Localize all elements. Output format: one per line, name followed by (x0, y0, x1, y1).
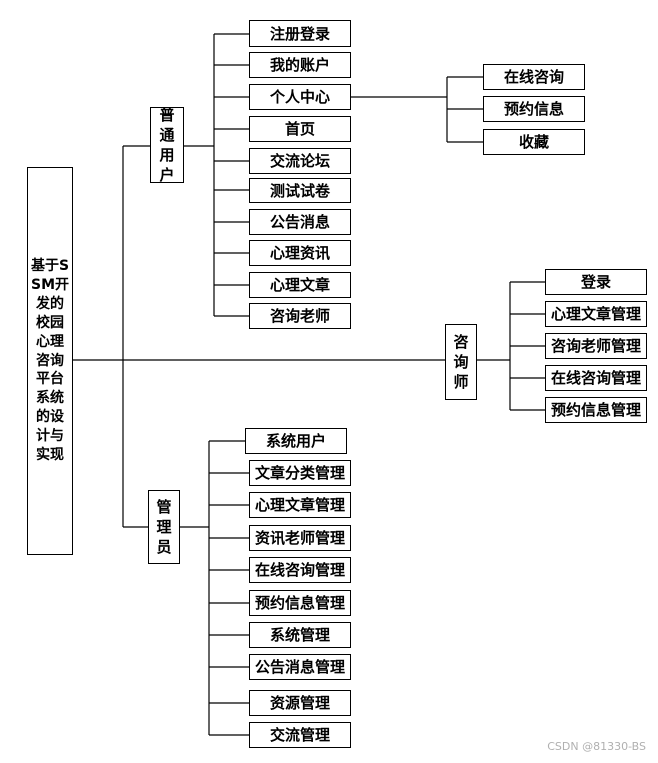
user-item: 测试试卷 (249, 178, 351, 203)
counselor-item: 登录 (545, 269, 647, 295)
admin-item: 文章分类管理 (249, 460, 351, 486)
admin-item: 资讯老师管理 (249, 525, 351, 551)
user-item: 个人中心 (249, 84, 351, 110)
user-item: 我的账户 (249, 52, 351, 78)
admin-item: 系统用户 (245, 428, 347, 454)
user-item: 咨询老师 (249, 303, 351, 329)
root-node: 基于SSM开发的校园心理咨询平台系统的设计与实现 (27, 167, 73, 555)
branch-counselor: 咨询师 (445, 324, 477, 400)
watermark: CSDN @81330-BS (547, 740, 646, 753)
user-item: 心理文章 (249, 272, 351, 298)
user-item: 注册登录 (249, 20, 351, 47)
counselor-item: 心理文章管理 (545, 301, 647, 327)
admin-item: 在线咨询管理 (249, 557, 351, 583)
counselor-item: 在线咨询管理 (545, 365, 647, 391)
user-item: 交流论坛 (249, 148, 351, 174)
admin-item: 资源管理 (249, 690, 351, 716)
center-item: 预约信息 (483, 96, 585, 122)
center-item: 收藏 (483, 129, 585, 155)
counselor-item: 预约信息管理 (545, 397, 647, 423)
user-item: 首页 (249, 116, 351, 142)
admin-item: 系统管理 (249, 622, 351, 648)
user-item: 公告消息 (249, 209, 351, 235)
user-item: 心理资讯 (249, 240, 351, 266)
center-item: 在线咨询 (483, 64, 585, 90)
branch-admin: 管理员 (148, 490, 180, 564)
admin-item: 心理文章管理 (249, 492, 351, 518)
branch-regular-user: 普通用户 (150, 106, 184, 184)
admin-item: 预约信息管理 (249, 590, 351, 616)
counselor-item: 咨询老师管理 (545, 333, 647, 359)
admin-item: 交流管理 (249, 722, 351, 748)
admin-item: 公告消息管理 (249, 654, 351, 680)
